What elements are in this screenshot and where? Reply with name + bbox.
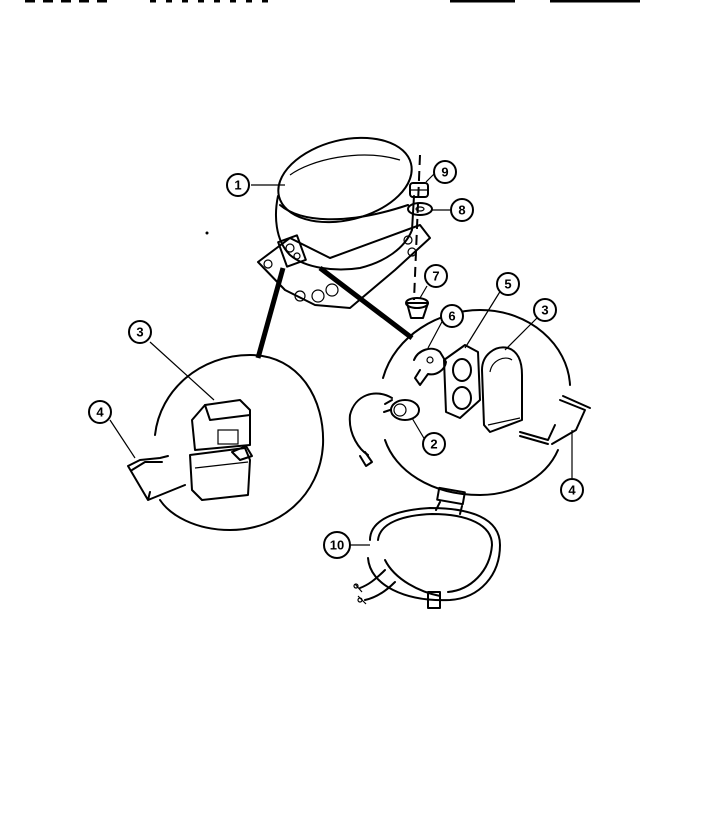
svg-text:9: 9 (441, 165, 448, 180)
washer-part-8 (407, 202, 433, 216)
svg-text:2: 2 (430, 437, 437, 452)
callout-3-right: 3 (533, 298, 557, 322)
svg-text:7: 7 (432, 269, 439, 284)
callout-2: 2 (422, 432, 446, 456)
svg-text:4: 4 (96, 405, 104, 420)
overload-protector-part-2 (348, 392, 420, 467)
svg-text:1: 1 (234, 178, 241, 193)
right-detail-circle (348, 309, 591, 496)
svg-text:6: 6 (448, 309, 455, 324)
relay-cover-part-3 (481, 346, 523, 433)
nut-part-9 (409, 182, 429, 198)
clip-part-6 (413, 347, 447, 386)
callout-1: 1 (226, 173, 250, 197)
svg-text:5: 5 (504, 277, 511, 292)
callout-leaders (109, 171, 573, 546)
compressor (257, 136, 431, 309)
wiring-harness-part-10 (353, 486, 501, 609)
callout-7: 7 (424, 264, 448, 288)
callout-10: 10 (323, 531, 351, 559)
svg-text:8: 8 (458, 203, 465, 218)
svg-text:3: 3 (136, 325, 143, 340)
stray-dot (205, 231, 209, 235)
svg-text:4: 4 (568, 483, 576, 498)
left-detail-circle (127, 354, 325, 531)
callout-9: 9 (433, 160, 457, 184)
svg-text:3: 3 (541, 303, 548, 318)
svg-text:10: 10 (330, 538, 344, 553)
callout-5: 5 (496, 272, 520, 296)
cover-part-5 (443, 344, 481, 419)
callout-4-left: 4 (88, 400, 112, 424)
clip-part-4-right (519, 395, 591, 445)
grommet-part-7 (405, 297, 429, 319)
callout-8: 8 (450, 198, 474, 222)
assembly-axis (413, 154, 421, 301)
detail-leaders (255, 266, 414, 359)
callout-3-left: 3 (128, 320, 152, 344)
callout-6: 6 (440, 304, 464, 328)
callout-4-right: 4 (560, 478, 584, 502)
